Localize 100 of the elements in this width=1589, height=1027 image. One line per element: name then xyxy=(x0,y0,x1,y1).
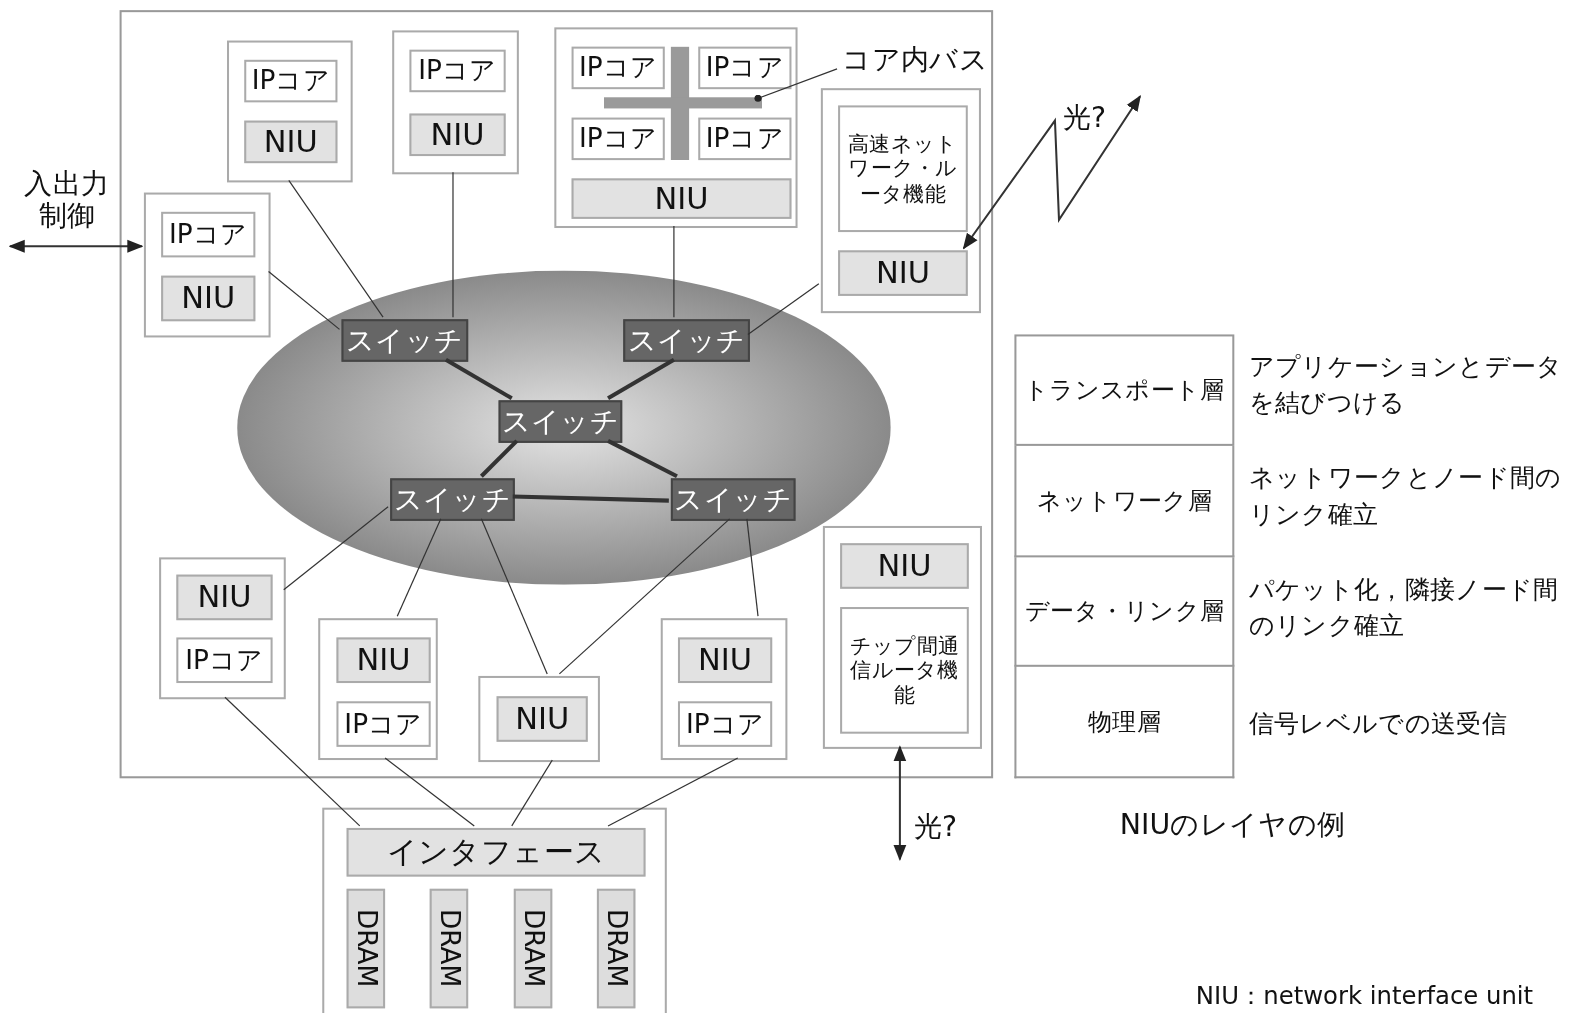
link-line xyxy=(396,518,442,617)
node-label: NIU xyxy=(430,117,485,153)
node-label: NIU xyxy=(698,642,753,678)
layer-description: 信号レベルでの送受信 xyxy=(1248,707,1508,740)
niu-box xyxy=(838,250,968,296)
chip-boundary xyxy=(119,10,994,779)
node-label: IPコア xyxy=(185,645,264,676)
node-label: スイッチ xyxy=(393,483,512,516)
node-label: DRAM xyxy=(601,909,632,988)
layer-name: トランスポート層 xyxy=(1014,334,1235,446)
module-box xyxy=(227,40,353,183)
node-label: IPコア xyxy=(251,65,331,97)
link-line xyxy=(480,518,548,675)
niu-box xyxy=(346,827,646,877)
double-arrow xyxy=(893,745,907,861)
niu-box xyxy=(176,574,273,621)
node-label: DRAM xyxy=(350,909,381,988)
node-label: コア内バス xyxy=(842,43,989,77)
node-label: チップ間通信ルータ機能 xyxy=(848,633,961,708)
ip-core-box xyxy=(244,59,338,103)
ip-core-box xyxy=(698,117,792,161)
module-box xyxy=(820,88,981,314)
module-box xyxy=(822,525,982,749)
node-label: 高速ネットワーク・ルータ機能 xyxy=(847,132,959,206)
node-label: IPコア xyxy=(705,52,785,84)
link-line xyxy=(267,270,341,330)
module-box xyxy=(554,27,798,228)
niu-box xyxy=(244,120,338,164)
footnote: NIU：network interface unit xyxy=(1195,981,1534,1013)
node-label: IPコア xyxy=(169,219,248,250)
layer-description: ネットワークとノード間のリンク確立 xyxy=(1248,462,1563,532)
node-label: スイッチ xyxy=(627,324,746,357)
link-line xyxy=(558,518,731,675)
router-function-box xyxy=(838,105,968,233)
ip-core-box xyxy=(677,701,773,747)
node-label: IPコア xyxy=(578,123,658,154)
module-box xyxy=(322,807,667,1013)
niu-box xyxy=(840,543,969,589)
layer-description: パケット化，隣接ノード間のリンク確立 xyxy=(1248,573,1560,643)
link-line xyxy=(452,171,454,318)
module-box xyxy=(159,557,286,700)
ip-core-box xyxy=(409,49,506,93)
router-function-box xyxy=(840,607,969,734)
thick-link-line xyxy=(512,494,669,503)
link-line xyxy=(283,506,389,591)
node-label: スイッチ xyxy=(346,324,464,357)
node-label: インタフェース xyxy=(386,834,606,870)
node-label: DRAM xyxy=(517,909,549,988)
layer-name: 物理層 xyxy=(1014,666,1235,779)
node-label: NIU xyxy=(181,280,236,316)
node-label: NIU xyxy=(875,255,930,291)
ip-core-box xyxy=(571,46,665,90)
niu-box xyxy=(409,113,506,157)
module-box xyxy=(318,618,438,761)
module-box xyxy=(143,192,271,338)
link-line xyxy=(511,759,553,827)
node-label: IPコア xyxy=(578,52,658,84)
niu-box xyxy=(571,178,792,219)
node-label: IPコア xyxy=(685,708,765,740)
node-label: NIU xyxy=(197,579,252,615)
ip-core-box xyxy=(161,211,256,258)
node-label: NIU xyxy=(263,124,318,160)
node-label: NIU xyxy=(356,642,411,678)
double-arrow xyxy=(962,94,1141,250)
module-box xyxy=(660,618,788,761)
niu-box xyxy=(161,275,256,322)
link-line xyxy=(673,225,675,318)
niu-box xyxy=(677,637,773,684)
layer-name: ネットワーク層 xyxy=(1014,445,1235,558)
dram-chip xyxy=(429,888,469,1009)
double-arrow xyxy=(8,239,144,253)
thick-link-line xyxy=(479,439,519,478)
ip-core-box xyxy=(336,701,431,747)
link-line xyxy=(384,757,475,827)
module-box xyxy=(392,30,519,175)
leader-line xyxy=(754,68,838,102)
layer-description: アプリケーションとデータを結びつける xyxy=(1248,350,1564,420)
link-line xyxy=(746,518,759,617)
layer-name: データ・リンク層 xyxy=(1014,557,1235,667)
niu-box xyxy=(496,696,588,742)
thick-link-line xyxy=(607,439,678,479)
link-line xyxy=(747,283,820,336)
node-label: IPコア xyxy=(418,55,497,87)
thick-link-line xyxy=(444,358,513,400)
dram-chip xyxy=(346,888,386,1009)
node-label: NIU xyxy=(877,548,932,584)
dram-chip xyxy=(513,888,553,1009)
node-label: IPコア xyxy=(344,708,423,740)
node-label: NIU xyxy=(654,181,709,217)
node-label: スイッチ xyxy=(674,483,792,516)
node-label: NIU xyxy=(515,701,570,737)
thick-link-line xyxy=(607,358,675,400)
node-label: IPコア xyxy=(705,123,785,154)
ip-core-box xyxy=(571,117,665,161)
module-box xyxy=(478,675,600,763)
node-label: スイッチ xyxy=(501,405,620,438)
link-line xyxy=(607,757,739,827)
table-caption: NIUのレイヤの例 xyxy=(1119,806,1346,844)
niu-box xyxy=(336,637,431,684)
link-line xyxy=(224,696,361,827)
